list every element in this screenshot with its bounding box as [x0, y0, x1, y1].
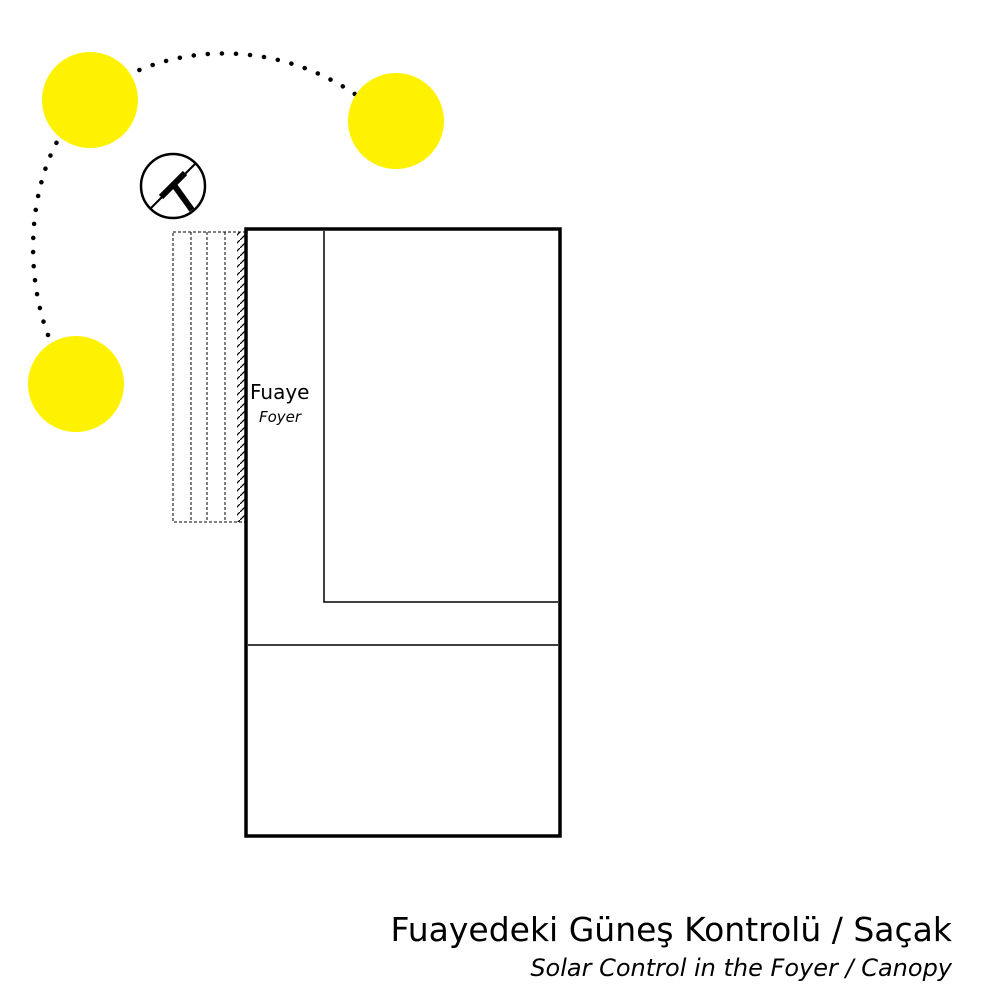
canopy-louvres	[172, 231, 246, 523]
room-label-foyer: Fuaye	[250, 380, 310, 404]
sun-position-icon	[42, 52, 138, 148]
sun-position-icon	[28, 336, 124, 432]
building-outline	[244, 227, 562, 838]
sun-angle-compass-icon	[139, 152, 207, 220]
caption-title: Fuayedeki Güneş Kontrolü / Saçak	[390, 910, 952, 949]
hatched-facade-wall	[237, 232, 246, 522]
inner-room-outline	[323, 231, 558, 603]
sun-position-icon	[348, 73, 444, 169]
caption-subtitle: Solar Control in the Foyer / Canopy	[530, 954, 952, 982]
room-sublabel-foyer: Foyer	[259, 408, 302, 426]
